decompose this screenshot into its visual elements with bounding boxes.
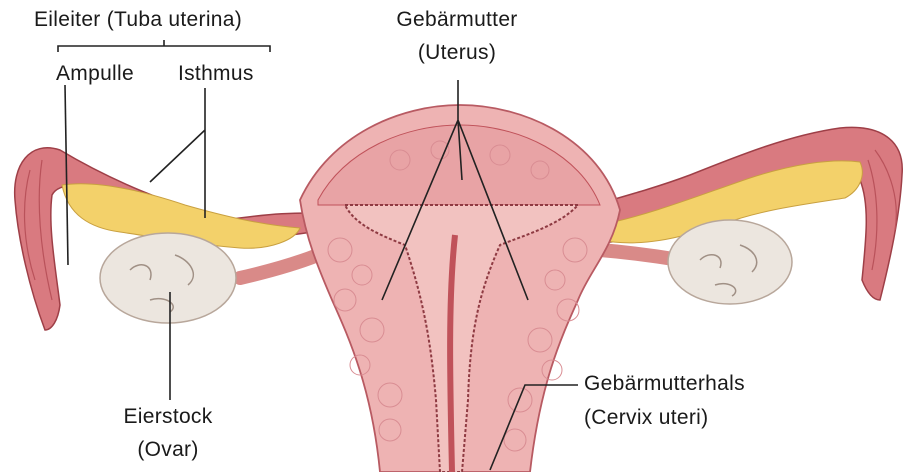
right-ovary bbox=[668, 220, 792, 304]
tube-bracket bbox=[58, 40, 270, 52]
ovary-label-line2: (Ovar) bbox=[137, 438, 198, 462]
left-ovary bbox=[100, 233, 236, 323]
left-ovarian-ligament bbox=[240, 255, 318, 278]
uterus-label-line1: Gebärmutter bbox=[396, 8, 517, 32]
ovary-label-line1: Eierstock bbox=[123, 405, 212, 429]
tube-title-label: Eileiter (Tuba uterina) bbox=[34, 8, 242, 32]
isthmus-label: Isthmus bbox=[178, 62, 254, 86]
uterus-label-line2: (Uterus) bbox=[418, 41, 496, 65]
cervix-label-line2: (Cervix uteri) bbox=[584, 406, 708, 430]
cervix-label-line1: Gebärmutterhals bbox=[584, 372, 745, 396]
ampulla-label: Ampulle bbox=[56, 62, 134, 86]
